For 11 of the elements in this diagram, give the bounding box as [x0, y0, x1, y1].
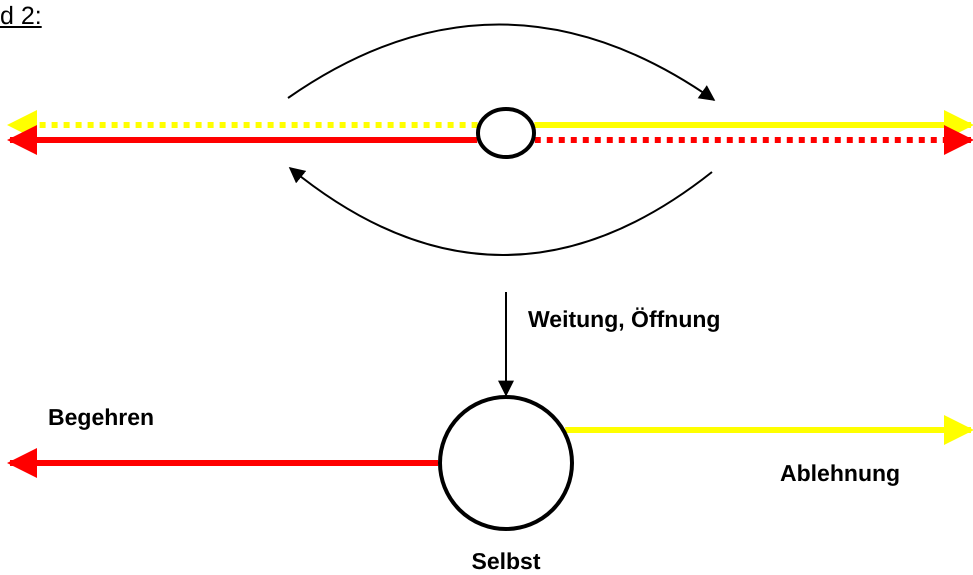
edge-label: Begehren: [48, 406, 154, 429]
arrow: [565, 415, 973, 445]
arrow: [498, 292, 514, 397]
small-circle: [476, 107, 536, 159]
edge-label: Ablehnung: [780, 462, 900, 485]
arrow: [534, 125, 973, 155]
arrow: [7, 125, 478, 155]
heading: d 2:: [0, 4, 42, 29]
node-label: Selbst: [471, 550, 541, 573]
edge-label: Weitung, Öffnung: [528, 308, 720, 331]
arrow: [7, 448, 438, 478]
